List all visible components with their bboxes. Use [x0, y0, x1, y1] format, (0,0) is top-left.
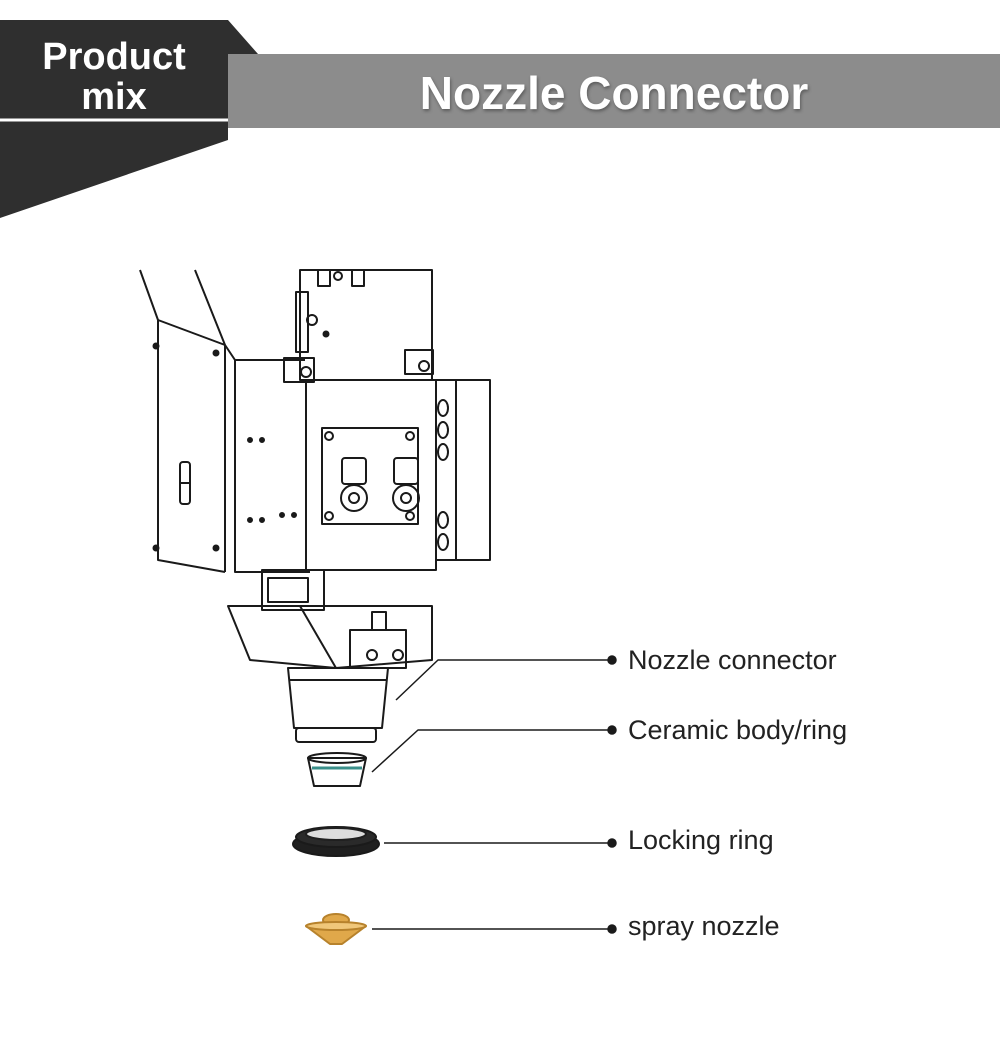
title-bar [228, 54, 1000, 128]
leader-dot-locking-ring [607, 838, 617, 848]
top-block [283, 269, 434, 383]
label-nozzle-connector: Nozzle connector [628, 645, 837, 675]
label-ceramic-body-ring: Ceramic body/ring [628, 715, 848, 745]
line-drawing [139, 269, 617, 945]
leader-dot-spray-nozzle [607, 924, 617, 934]
page-title: Nozzle Connector [419, 67, 809, 119]
locking-ring-part [292, 826, 380, 857]
header-shapes [0, 20, 1000, 218]
center-block [305, 379, 437, 571]
middle-housing [224, 344, 310, 573]
nozzle-diagram: Nozzle connector Ceramic body/ring Locki… [0, 230, 1000, 1042]
lower-body [227, 569, 433, 669]
header: Product mix Nozzle Connector [0, 0, 1000, 230]
badge-line-product: Product [42, 36, 186, 78]
spray-nozzle-part [305, 913, 367, 945]
leader-dot-nozzle-connector [607, 655, 617, 665]
leader-dot-ceramic-ring [607, 725, 617, 735]
leader-nozzle-connector [395, 659, 612, 701]
leader-ceramic-ring [371, 729, 612, 773]
badge-line-mix: mix [81, 76, 147, 118]
nozzle-connector-part [287, 667, 389, 743]
label-locking-ring: Locking ring [628, 825, 774, 855]
ceramic-ring-part [307, 752, 367, 787]
leader-lines [371, 655, 617, 934]
right-box [436, 379, 491, 561]
label-spray-nozzle: spray nozzle [628, 911, 780, 941]
left-housing [139, 269, 226, 573]
